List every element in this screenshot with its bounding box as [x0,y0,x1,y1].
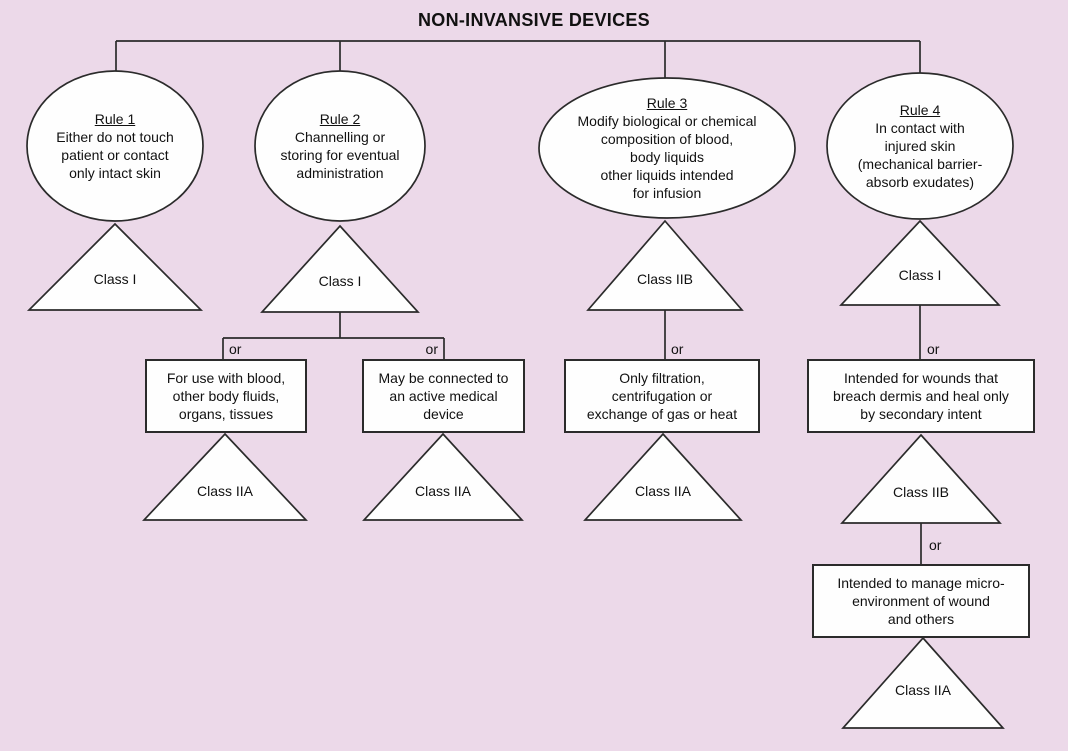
rule-4-chain-or-label: or [929,537,942,553]
rule-2-sub-1-condition-box: For use with blood, other body fluids, o… [145,359,307,433]
rule-3-node: Rule 3 Modify biological or chemical com… [550,80,784,216]
rule-4-ellipse [826,72,1014,220]
rule-2-description: Channelling or storing for eventual admi… [280,129,400,181]
rule-1-class-triangle [26,222,204,311]
rule-3-sub-class-triangle [583,432,743,521]
rule-2-sub-1-class-label: Class IIA [196,483,253,499]
rule-2-sub-1-condition-text: For use with blood, other body fluids, o… [166,370,286,422]
rule-4-sub-condition-text: Intended for wounds that breach dermis a… [833,370,1009,422]
rule-2-class-triangle [260,224,420,313]
rule-4-class-label: Class I [898,267,942,283]
rule-3-class-label: Class IIB [636,271,693,287]
rule-4-sub-class-triangle [840,433,1002,524]
rule-4-chain-condition-box: Intended to manage micro- environment of… [812,564,1030,638]
rule-1-name: Rule 1 [94,111,136,127]
rule-3-or-label: or [671,341,684,357]
rule-4-node: Rule 4 In contact with injured skin (mec… [833,75,1007,217]
rule-2-name: Rule 2 [319,111,361,127]
rule-2-sub-2-class-triangle [362,432,524,521]
rule-2-class-label: Class I [318,273,362,289]
rule-1-ellipse [26,70,204,222]
rule-3-sub-class-label: Class IIA [634,483,691,499]
rule-1-class-label: Class I [93,271,137,287]
rule-2-left-or-label: or [229,341,242,357]
rule-4-class-triangle [839,219,1001,306]
rule-1-node: Rule 1 Either do not touch patient or co… [25,73,205,219]
rule-4-chain-class-label: Class IIA [894,682,951,698]
rule-3-description: Modify biological or chemical compositio… [577,113,757,201]
rule-4-name: Rule 4 [899,102,941,118]
rule-2-ellipse [254,70,426,222]
rule-4-sub-condition-box: Intended for wounds that breach dermis a… [807,359,1035,433]
rule-2-node: Rule 2 Channelling or storing for eventu… [260,73,420,219]
rule-2-sub-2-class-label: Class IIA [414,483,471,499]
rule-2-right-or-label: or [425,341,438,357]
rule-1-description: Either do not touch patient or contact o… [56,129,174,181]
rule-2-sub-1-class-triangle [142,432,308,521]
rule-3-sub-condition-text: Only filtration, centrifugation or excha… [586,370,738,422]
rule-4-description: In contact with injured skin (mechanical… [857,120,983,190]
rule-3-sub-condition-box: Only filtration, centrifugation or excha… [564,359,760,433]
rule-3-class-triangle [586,219,744,311]
rule-3-ellipse [538,77,796,219]
diagram-title: NON-INVANSIVE DEVICES [417,10,650,30]
rule-2-sub-2-condition-text: May be connected to an active medical de… [378,370,509,422]
rule-4-chain-class-triangle [841,636,1005,729]
rule-4-or-label: or [927,341,940,357]
rule-4-sub-class-label: Class IIB [892,484,949,500]
rule-3-name: Rule 3 [646,95,688,111]
rule-2-sub-2-condition-box: May be connected to an active medical de… [362,359,525,433]
rule-4-chain-condition-text: Intended to manage micro- environment of… [837,575,1005,627]
